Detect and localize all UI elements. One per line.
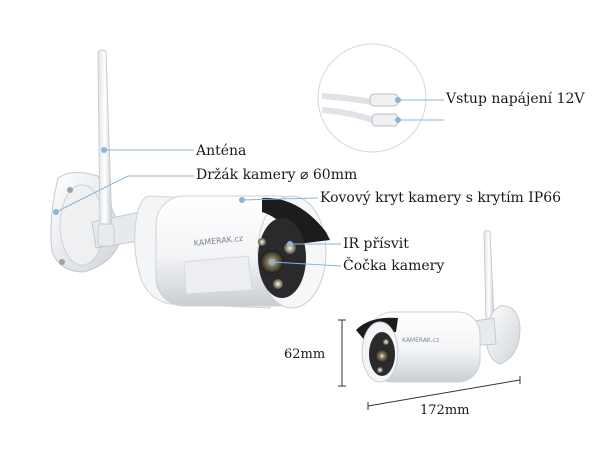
- power-inset: [317, 43, 444, 153]
- label-ir: IR přísvit: [343, 236, 409, 252]
- label-width: 172mm: [420, 403, 470, 418]
- dimension-lines: [338, 319, 521, 410]
- main-camera: KAMERAK.cz: [50, 49, 330, 309]
- antenna: [97, 49, 115, 247]
- label-mount: Držák kamery ⌀ 60mm: [196, 167, 358, 183]
- label-height: 62mm: [284, 347, 326, 362]
- label-lens: Čočka kamery: [343, 258, 445, 274]
- leader-dots: [53, 147, 293, 265]
- camera-body: KAMERAK.cz: [134, 195, 330, 309]
- ir-led-icon: [284, 242, 296, 254]
- label-antenna: Anténa: [196, 143, 247, 159]
- label-housing: Kovový kryt kamery s krytím IP66: [320, 190, 562, 206]
- leader-lines: [55, 149, 342, 267]
- small-brand-text: KAMERAK.cz: [402, 337, 439, 344]
- small-camera: KAMERAK.cz: [356, 230, 521, 383]
- label-power: Vstup napájení 12V: [446, 91, 585, 107]
